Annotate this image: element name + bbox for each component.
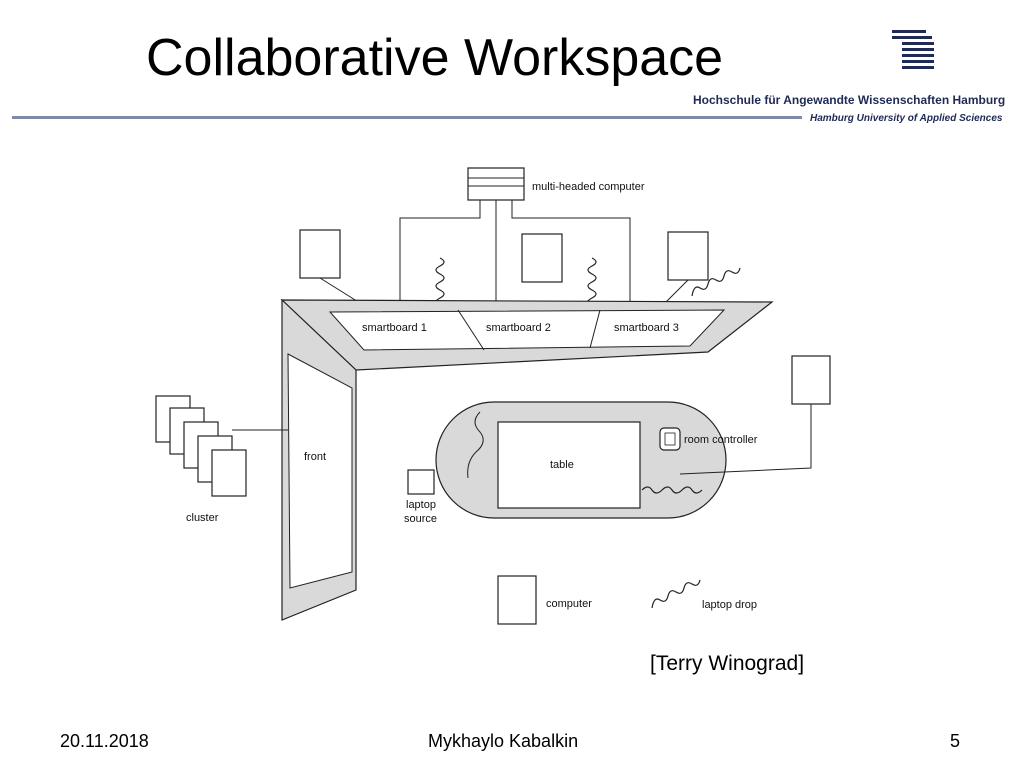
room-controller-label: room controller (684, 434, 758, 446)
university-name-german: Hochschule für Angewandte Wissenschaften… (693, 93, 1006, 107)
front-wall: front (281, 298, 357, 621)
table-area: table room controller (435, 401, 758, 519)
laptop-source-label-2: source (404, 513, 437, 525)
computer-center (521, 233, 563, 283)
footer-date: 20.11.2018 (60, 731, 149, 751)
legend: computer laptop drop (497, 575, 757, 625)
legend-laptop-drop-icon (651, 579, 701, 609)
slide-title: Collaborative Workspace (146, 29, 724, 87)
smartboard-1-label: smartboard 1 (362, 322, 427, 334)
header-divider (12, 116, 802, 119)
multi-headed-computer-label: multi-headed computer (532, 181, 645, 193)
multi-headed-computer: multi-headed computer (467, 167, 645, 201)
university-name-english: Hamburg University of Applied Sciences (810, 113, 1003, 124)
footer-page-number: 5 (950, 731, 961, 751)
legend-computer-label: computer (546, 598, 592, 610)
cluster-label: cluster (186, 512, 219, 524)
smartboard-2-label: smartboard 2 (486, 322, 551, 334)
legend-computer-icon (497, 575, 537, 625)
university-logo-icon (888, 30, 938, 79)
cluster: cluster (155, 395, 288, 524)
room-controller-computer (679, 355, 831, 475)
legend-laptop-drop-label: laptop drop (702, 599, 757, 611)
front-label: front (304, 451, 326, 463)
laptop-drop-icon (434, 257, 741, 311)
smartboard-wall: smartboard 1 smartboard 2 smartboard 3 (280, 299, 774, 371)
laptop-source: laptop source (404, 469, 437, 525)
table-label: table (550, 459, 574, 471)
citation: [Terry Winograd] (650, 652, 805, 675)
smartboard-3-label: smartboard 3 (614, 322, 679, 334)
footer-author: Mykhaylo Kabalkin (428, 731, 579, 751)
computer-left (299, 229, 341, 279)
computer-wires (399, 200, 631, 308)
laptop-source-label-1: laptop (406, 499, 436, 511)
workspace-diagram: multi-headed computer smartboard 1 (140, 140, 880, 650)
computer-right (667, 231, 709, 281)
